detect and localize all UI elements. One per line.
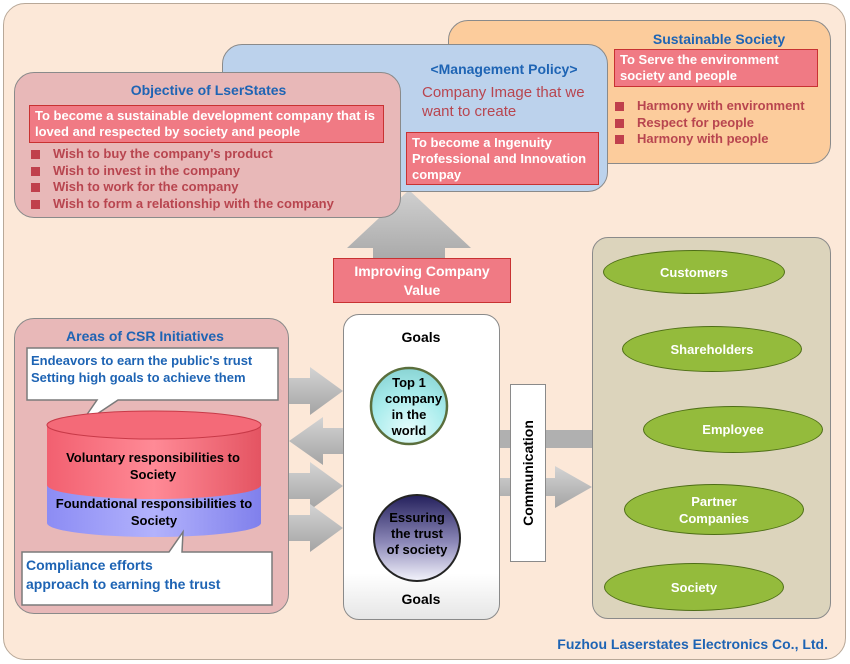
goals-footer-label: Goals [401,591,441,607]
objective-items: Wish to buy the company's product Wish t… [31,146,391,212]
management-policy-title: <Management Policy> [430,61,578,77]
callout-top-text: Endeavors to earn the public's trust Set… [31,352,281,386]
callout-top-line-1: Endeavors to earn the public's trust [31,353,253,368]
stakeholder-employee: Employee [643,406,823,453]
list-item: Harmony with people [615,131,825,148]
objective-title: Objective of LserStates [130,82,287,98]
right-arrow-1 [289,367,343,415]
management-subtitle: Company Image that we want to create [422,84,585,120]
bullet-square-icon [31,166,40,176]
list-item: Wish to form a relationship with the com… [31,196,391,213]
management-headline: To become a Ingenuity Professional and I… [406,132,599,185]
foundational-responsibilities-label: Foundational responsibilities to Society [55,496,253,528]
callout-bottom-line-1: Compliance efforts [26,557,153,573]
bullet-square-icon [31,150,40,159]
stakeholder-shareholders: Shareholders [622,326,802,372]
improving-company-value-box: Improving Company Value [333,258,511,303]
objective-headline: To become a sustainable development comp… [29,105,384,143]
stakeholder-society: Society [604,563,784,611]
bullet-square-icon [31,199,40,209]
left-arrow-1 [289,417,343,465]
bullet-square-icon [615,102,624,111]
list-item: Wish to work for the company [31,179,391,196]
bullet-square-icon [615,135,624,144]
goals-title: Goals [401,329,441,345]
goal-top-text: Top 1 company in the world [385,375,443,438]
up-arrow [347,190,471,262]
voluntary-responsibilities-label: Voluntary responsibilities to Society [66,450,240,482]
callout-bottom-line-2: approach to earning the trust [26,576,221,592]
sustainable-society-title: Sustainable Society [652,31,786,47]
list-item: Harmony with environment [615,98,825,115]
bullet-square-icon [615,118,624,128]
list-item: Respect for people [615,115,825,132]
communication-box: Communication [510,384,546,562]
goal-bottom-text: Essuring the trust of society [386,510,448,557]
stakeholder-customers: Customers [603,250,785,294]
company-name: Fuzhou Laserstates Electronics Co., Ltd. [557,636,828,652]
sustainable-headline: To Serve the environment society and peo… [614,49,818,87]
bullet-square-icon [31,183,40,192]
list-item: Wish to buy the company's product [31,146,391,163]
goals-panel: Goals Goals [343,314,500,620]
callout-top-line-2: Setting high goals to achieve them [31,370,246,385]
right-arrow-3 [289,504,343,552]
right-arrow-to-stakeholders [500,466,592,508]
right-arrow-2 [289,462,343,510]
callout-bottom-text: Compliance efforts approach to earning t… [26,556,270,594]
csr-title: Areas of CSR Initiatives [66,328,224,344]
stakeholder-partner-companies: Partner Companies [624,484,804,535]
objective-panel: Objective of LserStates To become a sust… [14,72,401,218]
sustainable-items: Harmony with environment Respect for peo… [615,98,825,148]
list-item: Wish to invest in the company [31,163,391,180]
communication-label: Communication [520,420,536,526]
